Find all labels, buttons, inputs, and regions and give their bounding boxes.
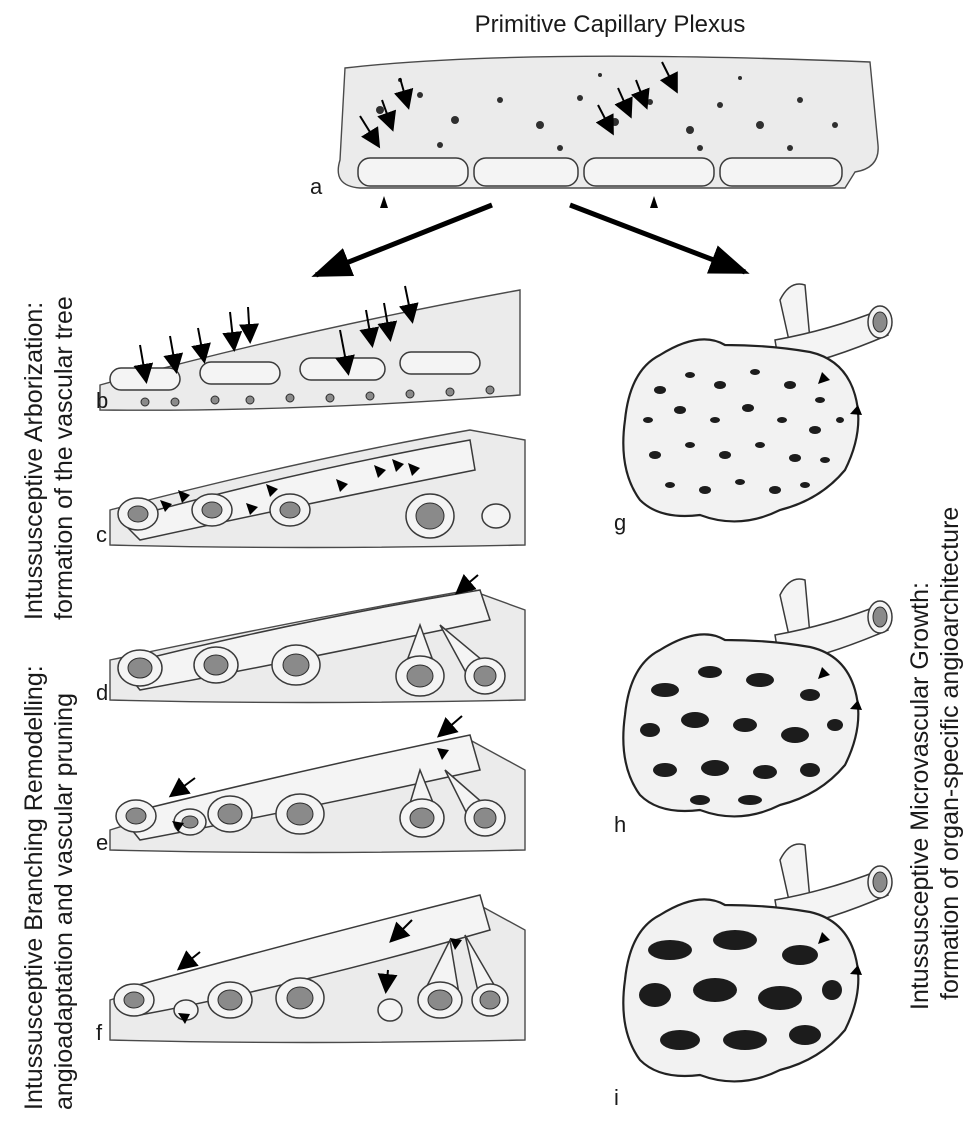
arrow-to-microvascular-growth [570, 205, 745, 272]
panel-a-plexus [338, 56, 878, 208]
panel-e-drawing [110, 716, 525, 853]
panel-label-h: h [614, 812, 626, 837]
panel-b-drawing [100, 286, 520, 410]
figure-title: Primitive Capillary Plexus [475, 11, 746, 38]
left-heading-bottom-line2: angioadaptation and vascular pruning [50, 693, 78, 1110]
panel-c-drawing [110, 430, 525, 548]
panel-label-f: f [96, 1020, 103, 1045]
panel-g-drawing [623, 284, 892, 521]
left-heading-top-line2: formation of the vascular tree [50, 296, 78, 620]
panel-label-c: c [96, 522, 107, 547]
panel-label-a: a [310, 174, 323, 199]
right-heading-line1: Intussusceptive Microvascular Growth: [906, 582, 934, 1010]
panel-label-b: b [96, 388, 108, 413]
panel-d-drawing [110, 575, 525, 703]
panel-label-g: g [614, 510, 626, 535]
panel-f-drawing [110, 895, 525, 1043]
right-heading-line2: formation of organ-specific angioarchite… [936, 507, 964, 1000]
panel-h-drawing [623, 579, 892, 816]
panel-label-i: i [614, 1085, 619, 1110]
left-heading-top-line1: Intussusceptive Arborization: [20, 302, 48, 620]
left-heading-bottom-line1: Intussusceptive Branching Remodelling: [20, 665, 48, 1110]
panel-label-e: e [96, 830, 108, 855]
panel-i-drawing [623, 844, 892, 1081]
panel-label-d: d [96, 680, 108, 705]
arrow-to-arborization [316, 205, 492, 275]
